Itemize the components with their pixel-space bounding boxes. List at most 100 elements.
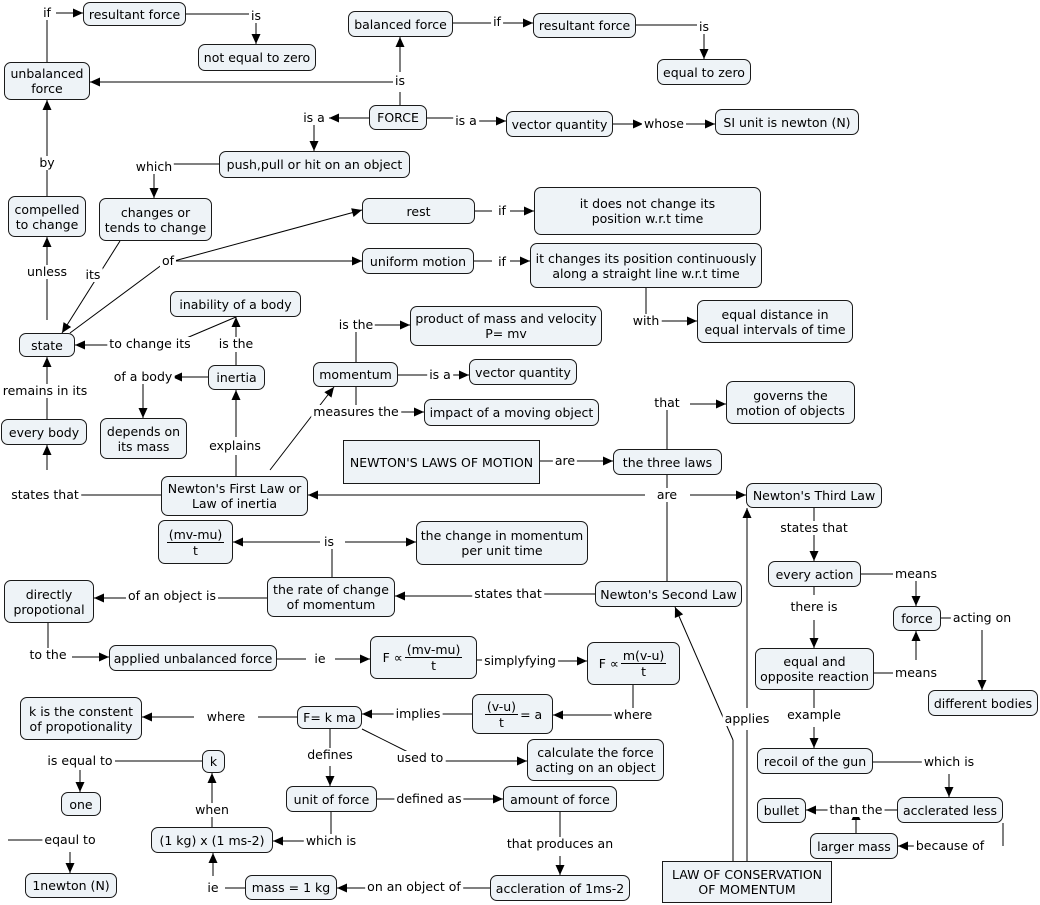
node-accelerated-less[interactable]: acclerated less (897, 797, 1003, 823)
node-momentum[interactable]: momentum (313, 362, 398, 387)
arrowhead (233, 537, 243, 547)
node-state[interactable]: state (19, 333, 75, 357)
node-1kg-times-1ms2[interactable]: (1 kg) x (1 ms-2) (151, 827, 273, 853)
arrowhead (324, 387, 334, 398)
fraction: (mv-mu)t (404, 642, 463, 673)
label-states-that: states that (9, 487, 81, 502)
node-push-pull-hit[interactable]: push,pull or hit on an object (219, 151, 410, 178)
node-equal-to-zero[interactable]: equal to zero (657, 59, 751, 85)
label-is-the: is the (216, 336, 256, 351)
node-force[interactable]: FORCE (369, 105, 427, 130)
node-f-prop-m-v-u[interactable]: F ∝m(v-u)t (587, 642, 680, 685)
node-f-prop-mv-mu[interactable]: F ∝(mv-mu)t (370, 636, 477, 679)
node-newtons-third-law[interactable]: Newton's Third Law (746, 483, 882, 508)
line-1: k is the constent (28, 703, 134, 719)
label-to-the: to the (27, 647, 69, 662)
node-inability-of-body[interactable]: inability of a body (170, 291, 301, 317)
label-ie: ie (312, 651, 328, 666)
line-1: the change in momentum (420, 528, 584, 543)
node-v-u-over-t-equals-a[interactable]: (v-u)t= a (472, 694, 553, 734)
node-inertia[interactable]: inertia (208, 365, 265, 390)
arrowhead (400, 320, 410, 330)
arrowhead (351, 208, 362, 217)
line-1: unbalanced (10, 66, 84, 81)
arrowhead (360, 654, 370, 664)
label-is-a: is a (453, 113, 479, 128)
denominator: t (431, 658, 436, 673)
arrowhead (674, 607, 684, 618)
node-resultant-force-1[interactable]: resultant force (83, 2, 186, 26)
node-newtons-laws-of-motion[interactable]: NEWTON'S LAWS OF MOTION (343, 440, 540, 484)
arrowhead (911, 596, 921, 606)
node-1-newton[interactable]: 1newton (N) (25, 873, 117, 898)
node-resultant-force-2[interactable]: resultant force (533, 13, 636, 38)
node-f-equals-kma[interactable]: F= k ma (297, 706, 362, 729)
node-every-body[interactable]: every body (1, 419, 87, 445)
line-2: OF MOMENTUM (698, 882, 796, 897)
node-not-equal-to-zero[interactable]: not equal to zero (198, 44, 316, 71)
node-every-action[interactable]: every action (768, 561, 861, 587)
line-1: product of mass and velocity (415, 311, 597, 326)
label-of-a-body: of a body (111, 369, 175, 384)
node-vector-quantity-1[interactable]: vector quantity (506, 111, 613, 137)
connector-line (69, 263, 164, 334)
line-1: equal distance in (721, 306, 829, 322)
node-recoil-of-gun[interactable]: recoil of the gun (757, 748, 873, 774)
label-acting-on: acting on (950, 610, 1014, 625)
node-rest[interactable]: rest (362, 198, 475, 224)
arrowhead (251, 34, 261, 44)
node-amount-of-force[interactable]: amount of force (503, 786, 617, 812)
label-where: where (611, 707, 655, 722)
label-whose: whose (642, 116, 686, 131)
node-one[interactable]: one (61, 792, 101, 816)
node-mass-1kg[interactable]: mass = 1 kg (245, 875, 337, 900)
connector-line (162, 209, 363, 265)
node-vector-quantity-2[interactable]: vector quantity (469, 359, 577, 385)
node-different-bodies[interactable]: different bodies (928, 690, 1038, 716)
connector-line (61, 240, 121, 334)
label-means: means (893, 665, 939, 680)
node-applied-unbalanced-force[interactable]: applied unbalanced force (109, 645, 277, 671)
node-k[interactable]: k (202, 750, 225, 773)
node-acceleration-1ms2[interactable]: accleration of 1ms-2 (490, 875, 630, 901)
node-unit-of-force[interactable]: unit of force (286, 786, 377, 812)
label-which-is: which is (921, 754, 977, 769)
label-which: which (133, 159, 175, 174)
node-balanced-force[interactable]: balanced force (348, 11, 453, 37)
arrowhead (699, 49, 709, 59)
arrowhead (603, 456, 613, 466)
node-uniform-motion[interactable]: uniform motion (362, 248, 474, 274)
line-2: position w.r.t time (591, 211, 704, 226)
line-2: tends to change (104, 219, 207, 235)
node-larger-mass[interactable]: larger mass (810, 833, 898, 859)
arrowhead (142, 712, 152, 722)
line-1: depends on (106, 423, 181, 439)
arrowhead (99, 652, 109, 662)
node-force-small[interactable]: force (893, 606, 941, 631)
node-mv-mu-over-t[interactable]: (mv-mu)t (158, 520, 233, 564)
node-si-unit-newton[interactable]: SI unit is newton (N) (715, 109, 859, 135)
node-bullet[interactable]: bullet (757, 798, 806, 823)
node-impact-moving-object[interactable]: impact of a moving object (424, 399, 599, 426)
node-newtons-second-law[interactable]: Newton's Second Law (595, 581, 742, 607)
arrowhead (523, 18, 533, 28)
node-the-three-laws[interactable]: the three laws (613, 449, 722, 475)
label-remains-in-its: remains in its (0, 383, 90, 398)
